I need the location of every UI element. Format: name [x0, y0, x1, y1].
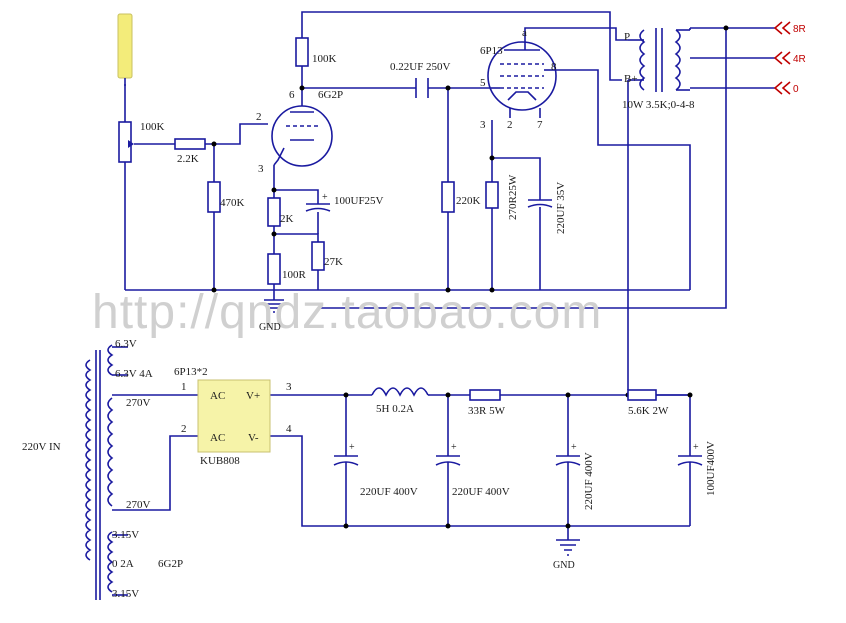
label-tube1-pin2: 2 — [256, 111, 262, 123]
resistor-33r — [469, 389, 501, 401]
label-pt-63v-a: 6.3V — [115, 338, 137, 350]
filter-cap-4 — [677, 450, 703, 470]
label-pt-6g2p: 6G2P — [158, 558, 183, 570]
ground-symbol-top — [264, 299, 284, 313]
label-pt-315v-a: 3.15V — [112, 529, 139, 541]
svg-text:+: + — [322, 192, 328, 203]
label-tube2-name: 6P13 — [480, 45, 503, 57]
cathode-resistor-270r — [485, 181, 499, 209]
label-xfmr-bplus: B+ — [624, 73, 638, 85]
label-r-270r: 270R25W — [507, 174, 519, 220]
grid-leak-resistor — [207, 181, 221, 213]
grid-stopper-resistor — [174, 138, 206, 150]
polarity-marks: + + + + + — [322, 192, 699, 453]
label-pt-270v-a: 270V — [126, 397, 151, 409]
label-br-pin1: 1 — [181, 381, 187, 393]
label-gnd-bottom: GND — [553, 560, 575, 571]
label-xfmr-p: P — [624, 31, 630, 43]
label-out-0: 0 — [793, 84, 799, 95]
label-br-pin4: 4 — [286, 423, 292, 435]
resistor-5k6 — [627, 389, 657, 401]
label-r-27k: 27K — [324, 256, 343, 268]
label-br-vplus: V+ — [246, 390, 260, 402]
input-probe — [117, 13, 133, 79]
label-tube2-pin8: 8 — [551, 61, 557, 73]
label-tube1-pin3: 3 — [258, 163, 264, 175]
filter-cap-2 — [435, 450, 461, 470]
label-gnd-top: GND — [259, 322, 281, 333]
label-heater-note: 6P13*2 — [174, 366, 208, 378]
label-pt-315v-b: 3.15V — [112, 588, 139, 600]
label-br-pin3: 3 — [286, 381, 292, 393]
ground-symbol-bottom — [556, 539, 580, 556]
psu-wires — [112, 346, 691, 596]
pentode-tube — [487, 38, 557, 111]
triode-tube — [271, 105, 333, 167]
svg-text:+: + — [349, 442, 355, 453]
label-tube1-pin6: 6 — [289, 89, 295, 101]
label-out-8r: 8R — [793, 24, 806, 35]
label-cap-f1: 220UF 400V — [360, 486, 418, 498]
cathode-bypass-cap-2 — [527, 176, 553, 228]
label-r-100k-top: 100K — [312, 53, 337, 65]
watermark: http://qndz.taobao.com — [92, 286, 602, 339]
label-pt-270v-b: 270V — [126, 499, 151, 511]
svg-text:+: + — [451, 442, 457, 453]
label-cap-cathode2: 220UF 35V — [555, 182, 567, 234]
label-tube2-pin-a: a — [522, 27, 527, 39]
filter-cap-1 — [333, 450, 359, 470]
label-cap-f2: 220UF 400V — [452, 486, 510, 498]
junction-dots — [211, 25, 729, 529]
label-br-ac1: AC — [210, 390, 225, 402]
label-r-33r: 33R 5W — [468, 405, 506, 417]
output-terminals — [773, 21, 791, 95]
bridge-rectifier — [197, 379, 271, 453]
label-cap-cathode1: 100UF25V — [334, 195, 384, 207]
label-pt-63v-4a: 6.3V 4A — [115, 368, 153, 380]
label-pot: 100K — [140, 121, 165, 133]
plate-load-resistor — [295, 37, 309, 67]
label-tube2-pin3: 3 — [480, 119, 486, 131]
svg-text:+: + — [571, 442, 577, 453]
grid-resistor-220k — [441, 181, 455, 213]
label-pt-220v-in: 220V IN — [22, 441, 61, 453]
filter-cap-3 — [555, 450, 581, 470]
label-tube2-pin7: 7 — [537, 119, 543, 131]
label-br-name: KUB808 — [200, 455, 240, 467]
svg-text:+: + — [693, 442, 699, 453]
feedback-resistor-27k — [311, 241, 325, 271]
label-out-4r: 4R — [793, 54, 806, 65]
label-choke: 5H 0.2A — [376, 403, 414, 415]
label-r-470k: 470K — [220, 197, 245, 209]
label-br-vminus: V- — [248, 432, 259, 444]
label-pt-0-2a: 0 2A — [112, 558, 134, 570]
label-tube2-pin5: 5 — [480, 77, 486, 89]
label-r-5k6: 5.6K 2W — [628, 405, 669, 417]
output-transformer — [628, 28, 691, 92]
label-cap-f4: 100UF400V — [705, 441, 717, 496]
label-r-220k: 220K — [456, 195, 481, 207]
power-transformer — [85, 344, 114, 600]
coupling-capacitor — [415, 78, 429, 98]
label-br-ac2: AC — [210, 432, 225, 444]
amp-wires — [124, 11, 775, 396]
label-r-100r: 100R — [282, 269, 307, 281]
label-cap-f3: 220UF 400V — [583, 452, 595, 510]
label-coupling-cap: 0.22UF 250V — [390, 61, 451, 73]
pot-wiper-arrow — [128, 140, 134, 148]
label-r-2k: 2K — [280, 213, 294, 225]
cathode-resistor-2k — [267, 197, 281, 227]
label-tube2-pin2: 2 — [507, 119, 513, 131]
label-xfmr-spec: 10W 3.5K;0-4-8 — [622, 99, 695, 111]
label-tube1-name: 6G2P — [318, 89, 343, 101]
label-br-pin2: 2 — [181, 423, 187, 435]
label-r-2k2: 2.2K — [177, 153, 199, 165]
cathode-bypass-cap — [305, 195, 331, 212]
filter-choke — [371, 387, 430, 397]
cathode-resistor-100r — [267, 253, 281, 285]
